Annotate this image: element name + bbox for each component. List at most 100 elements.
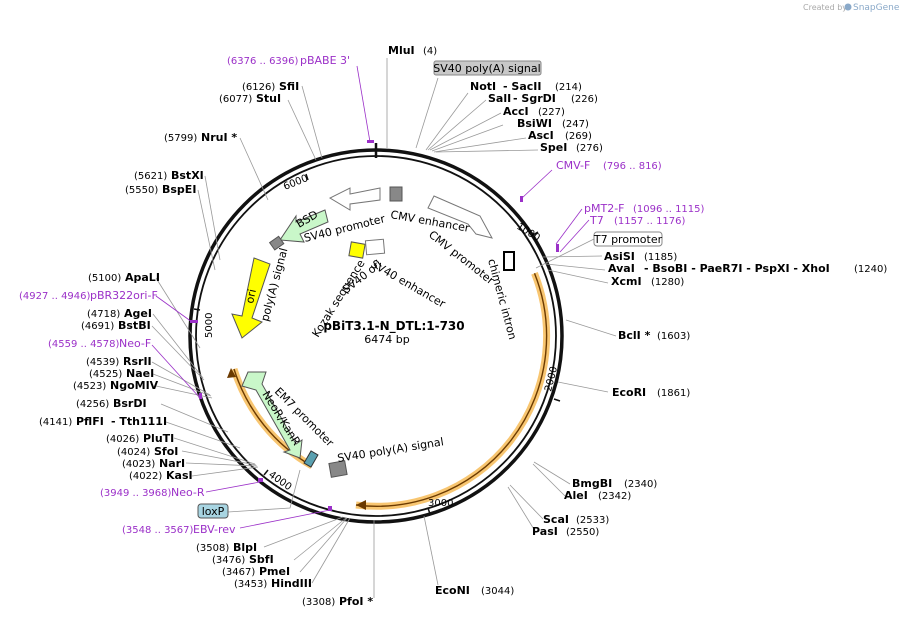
site-mlui-pos: (4): [423, 46, 437, 57]
chimeric-intron-marker: [503, 251, 515, 271]
sv40-polya-bottom-marker: [328, 460, 348, 478]
credit-brand: SnapGene: [853, 3, 900, 13]
site-labels-right: MluI (4) NotI - SacII (214) SalI - SgrDI…: [388, 44, 887, 597]
cmv-enhancer-promoter-arrow: [427, 195, 493, 239]
site-pluti-pos: (4026): [106, 434, 139, 445]
ori-arrow: [231, 257, 271, 339]
primer-pos-pbabe3: (6376 .. 6396): [227, 56, 299, 67]
site-kasi: KasI: [166, 469, 193, 482]
neor-kanr-arrow: [241, 371, 303, 459]
site-connectors: [151, 58, 617, 598]
site-acci: AccI: [503, 105, 529, 118]
site-bsrdi: BsrDI: [113, 397, 147, 410]
site-asisi: AsiSI: [604, 250, 635, 263]
feature-sv40-polya-bottom: SV40 poly(A) signal: [336, 435, 444, 465]
site-pflfi-pos: (4141): [39, 417, 72, 428]
site-pluti: PluTI: [143, 432, 174, 445]
site-hindiii-pos: (3453): [234, 579, 267, 590]
primer-name-ebvrev: EBV-rev: [193, 523, 236, 536]
site-apali-pos: (5100): [88, 273, 121, 284]
primer-name-pmt2f: pMT2-F: [584, 202, 625, 215]
primer-pos-pbr322orif: (4927 .. 4946): [19, 291, 91, 302]
site-agei: AgeI: [124, 307, 152, 320]
site-blpi-pos: (3508): [196, 543, 229, 554]
primer-pos-t7: (1157 .. 1176): [614, 216, 686, 227]
site-pasi-pos: (2550): [566, 527, 599, 538]
site-sfii-pos: (6126): [242, 82, 275, 93]
site-mlui: MluI: [388, 44, 415, 57]
site-sali-sep: - SgrDI: [513, 92, 556, 105]
site-stui: StuI: [256, 92, 281, 105]
plasmid-size: 6474 bp: [364, 333, 409, 346]
site-bspei: BspEI: [162, 183, 196, 196]
primer-pos-pmt2f: (1096 .. 1115): [633, 204, 705, 215]
sv40-enhancer-marker: [364, 238, 386, 256]
site-bmgbi: BmgBI: [572, 477, 612, 490]
site-bstxi: BstXI: [171, 169, 204, 182]
site-ecori: EcoRI: [612, 386, 646, 399]
credit-prefix: Created by: [803, 3, 847, 12]
bsd-arrow: [279, 209, 329, 243]
site-rsrii-pos: (4539): [86, 357, 119, 368]
site-nari-pos: (4023): [122, 459, 155, 470]
feature-ori: ori: [243, 288, 259, 305]
sv40-polya-left-marker: [268, 235, 285, 251]
site-bsiwi: BsiWI: [517, 117, 552, 130]
site-kasi-pos: (4022): [129, 471, 162, 482]
site-bmgbi-pos: (2340): [624, 479, 657, 490]
sv40-promoter-arrow: [328, 187, 381, 211]
site-pfoi: PfoI *: [339, 595, 373, 608]
t7-promoter-label: T7 promoter: [593, 233, 663, 246]
site-bstbi: BstBI: [118, 319, 151, 332]
site-sfoi-pos: (4024): [117, 447, 150, 458]
site-spei-pos: (276): [576, 143, 603, 154]
primer-name-t7: T7: [589, 214, 604, 227]
primer-connectors: [151, 65, 597, 529]
site-alei: AleI: [564, 489, 588, 502]
site-nrui: NruI *: [201, 131, 237, 144]
site-nari: NarI: [159, 457, 185, 470]
site-labels-left: (3308) PfoI * (3453) HindIII (3467) PmeI…: [39, 80, 373, 608]
site-sfoi: SfoI: [154, 445, 178, 458]
site-bsrdi-pos: (4256): [76, 399, 109, 410]
site-scai: ScaI: [543, 513, 569, 526]
tick-label-6000: 6000: [282, 173, 310, 193]
primer-labels: (6376 .. 6396) pBABE 3' CMV-F (796 .. 81…: [19, 54, 705, 536]
site-xcmi-pos: (1280): [651, 277, 684, 288]
site-asci: AscI: [528, 129, 554, 142]
site-avai-sep: - BsoBI - PaeR7I - PspXI - XhoI: [644, 262, 830, 275]
site-rsrii: RsrII: [123, 355, 152, 368]
site-sbfi: SbfI: [249, 553, 274, 566]
loxp-label: loxP: [202, 505, 225, 518]
site-xcmi: XcmI: [611, 275, 642, 288]
site-blpi: BlpI: [233, 541, 257, 554]
site-pmei: PmeI: [259, 565, 290, 578]
site-bsiwi-pos: (247): [562, 119, 589, 130]
site-pasi: PasI: [532, 525, 558, 538]
site-bspei-pos: (5550): [125, 185, 158, 196]
site-spei: SpeI: [540, 141, 567, 154]
site-avai: AvaI: [608, 262, 635, 275]
site-ngomiv-pos: (4523): [73, 381, 106, 392]
primer-name-pbr322orif: pBR322ori-F: [90, 289, 158, 302]
inner-features: [231, 186, 515, 478]
site-asisi-pos: (1185): [644, 252, 677, 263]
site-econi: EcoNI: [435, 584, 470, 597]
site-sali-pos: (226): [571, 94, 598, 105]
sv40-polya-top-box: [433, 60, 542, 76]
tick-label-3000: 3000: [428, 498, 453, 509]
site-pflfi-sep: - Tth111I: [111, 415, 167, 428]
site-pmei-pos: (3467): [222, 567, 255, 578]
site-pflfi: PflFI: [76, 415, 104, 428]
site-hindiii: HindIII: [271, 577, 312, 590]
site-bstbi-pos: (4691): [81, 321, 114, 332]
tick-label-5000: 5000: [204, 313, 215, 338]
site-scai-pos: (2533): [576, 515, 609, 526]
t7-promoter-box: [593, 231, 663, 247]
primer-pos-cmvf: (796 .. 816): [603, 161, 662, 172]
snapgene-logo-icon: [844, 3, 852, 11]
primer-name-pbabe3: pBABE 3': [300, 54, 350, 67]
site-noti-sep: - SacII: [503, 80, 541, 93]
site-sfii: SfiI: [279, 80, 299, 93]
